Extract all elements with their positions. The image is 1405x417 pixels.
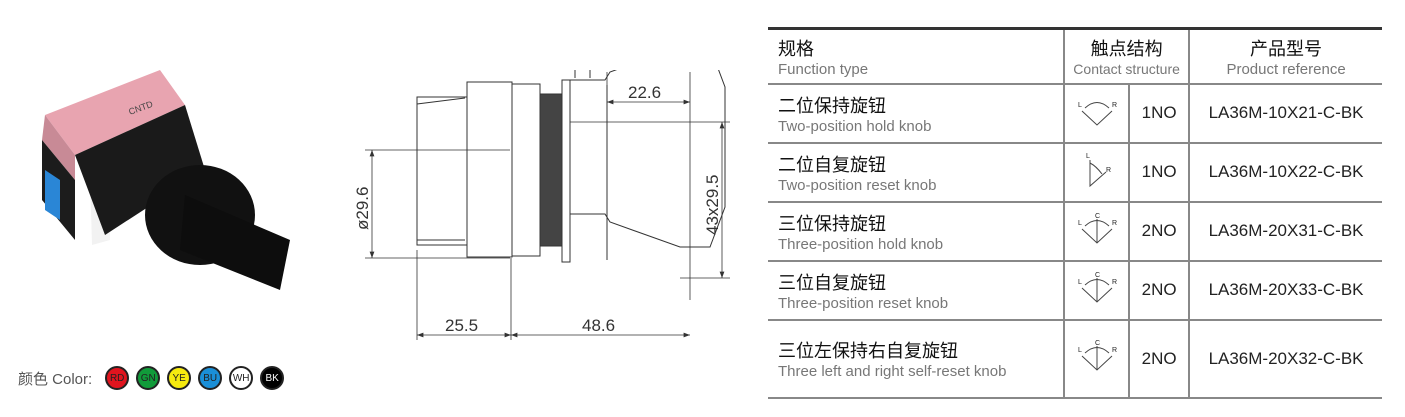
dimension-drawing: 22.6 43x29.5 ø29.6 25.5 48.6 <box>353 70 730 340</box>
product-reference-cell: LA36M-10X22-C-BK <box>1188 142 1382 203</box>
color-label: 颜色 Color: <box>18 370 93 388</box>
svg-text:R: R <box>1112 279 1117 286</box>
svg-text:L: L <box>1078 220 1082 227</box>
color-swatch-bu[interactable]: BU <box>198 366 223 390</box>
dim-bottom-left: 25.5 <box>445 316 478 335</box>
color-swatch-gn[interactable]: GN <box>136 366 161 390</box>
svg-text:R: R <box>1112 102 1117 109</box>
svg-text:L: L <box>1078 102 1082 109</box>
color-swatch-bk[interactable]: BK <box>260 366 285 390</box>
three-position-hold-icon: C L R <box>1063 201 1130 262</box>
color-swatch-ye[interactable]: YE <box>167 366 192 390</box>
product-reference-cell: LA36M-20X31-C-BK <box>1188 201 1382 262</box>
svg-text:C: C <box>1095 213 1100 220</box>
three-position-left-hold-icon: C L R <box>1063 319 1130 399</box>
three-position-reset-icon: C L R <box>1063 260 1130 321</box>
svg-text:C: C <box>1095 272 1100 279</box>
contacts-cell: 1NO <box>1128 142 1190 203</box>
svg-text:L: L <box>1078 347 1082 354</box>
product-photo: CNTD <box>42 70 290 296</box>
contacts-cell: 2NO <box>1128 201 1190 262</box>
dim-bottom-right: 48.6 <box>582 316 615 335</box>
contacts-cell: 1NO <box>1128 83 1190 144</box>
contacts-cell: 2NO <box>1128 260 1190 321</box>
svg-text:L: L <box>1086 153 1090 160</box>
product-reference-cell: LA36M-10X21-C-BK <box>1188 83 1382 144</box>
product-reference-cell: LA36M-20X32-C-BK <box>1188 319 1382 399</box>
svg-text:R: R <box>1106 167 1111 174</box>
svg-text:C: C <box>1095 340 1100 347</box>
dim-top: 22.6 <box>628 83 661 102</box>
svg-text:R: R <box>1112 347 1117 354</box>
color-swatch-rd[interactable]: RD <box>105 366 130 390</box>
contacts-cell: 2NO <box>1128 319 1190 399</box>
svg-text:L: L <box>1078 279 1082 286</box>
product-reference-cell: LA36M-20X33-C-BK <box>1188 260 1382 321</box>
dim-right: 43x29.5 <box>703 175 722 236</box>
color-swatch-wh[interactable]: WH <box>229 366 254 390</box>
dim-left: ø29.6 <box>353 187 372 230</box>
svg-text:R: R <box>1112 220 1117 227</box>
